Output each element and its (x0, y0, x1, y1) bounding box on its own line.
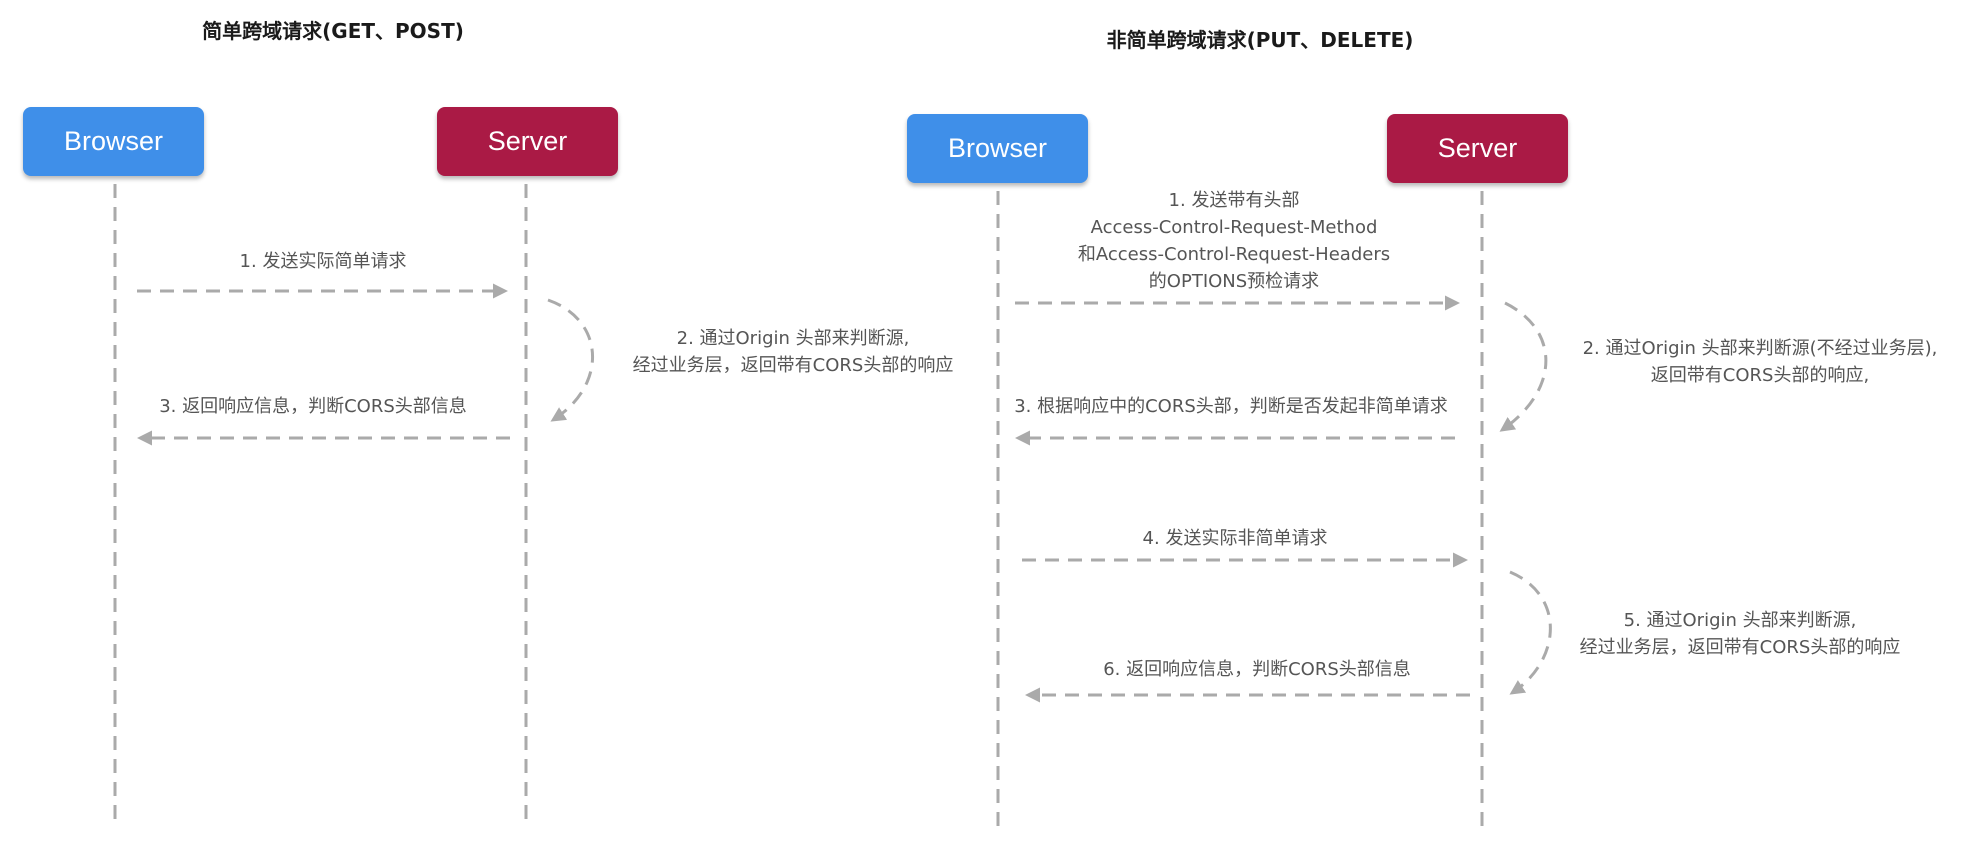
preflight-step6-label: 6. 返回响应信息，判断CORS头部信息 (1103, 659, 1411, 680)
preflight-step1-line2: Access-Control-Request-Method (1090, 217, 1378, 238)
preflight-step1-line4: 的OPTIONS预检请求 (1148, 271, 1320, 292)
preflight-request-title: 非简单跨域请求(PUT、DELETE) (1106, 28, 1414, 52)
simple-step3-label: 3. 返回响应信息，判断CORS头部信息 (159, 396, 467, 417)
preflight-step3-label: 3. 根据响应中的CORS头部，判断是否发起非简单请求 (1014, 396, 1448, 417)
preflight-step5-line1: 5. 通过Origin 头部来判断源, (1623, 610, 1857, 631)
simple-step2-arrow (547, 298, 594, 422)
preflight-step1-label: 1. 发送带有头部 Access-Control-Request-Method … (1078, 187, 1390, 295)
simple-step2-line1: 2. 通过Origin 头部来判断源, (676, 328, 910, 349)
simple-request-title: 简单跨域请求(GET、POST) (202, 19, 464, 43)
simple-server-actor: Server (437, 107, 618, 176)
preflight-server-actor: Server (1387, 114, 1568, 183)
preflight-step2-arrow (1499, 301, 1548, 432)
preflight-step2-label: 2. 通过Origin 头部来判断源(不经过业务层), 返回带有CORS头部的响… (1583, 335, 1938, 389)
preflight-step4-label: 4. 发送实际非简单请求 (1142, 528, 1328, 549)
simple-step1-label: 1. 发送实际简单请求 (239, 251, 407, 272)
preflight-step5-label: 5. 通过Origin 头部来判断源, 经过业务层，返回带有CORS头部的响应 (1580, 607, 1901, 661)
simple-browser-actor: Browser (23, 107, 204, 176)
preflight-step5-line2: 经过业务层，返回带有CORS头部的响应 (1579, 637, 1901, 658)
preflight-step2-line2: 返回带有CORS头部的响应, (1650, 365, 1870, 386)
preflight-browser-actor: Browser (907, 114, 1088, 183)
preflight-step1-line1: 1. 发送带有头部 (1168, 190, 1300, 211)
preflight-step1-line3: 和Access-Control-Request-Headers (1077, 244, 1391, 265)
simple-step2-label: 2. 通过Origin 头部来判断源, 经过业务层，返回带有CORS头部的响应 (633, 325, 954, 379)
preflight-step2-line1: 2. 通过Origin 头部来判断源(不经过业务层), (1582, 338, 1938, 359)
preflight-step5-arrow (1509, 570, 1552, 695)
simple-step2-line2: 经过业务层，返回带有CORS头部的响应 (632, 355, 954, 376)
